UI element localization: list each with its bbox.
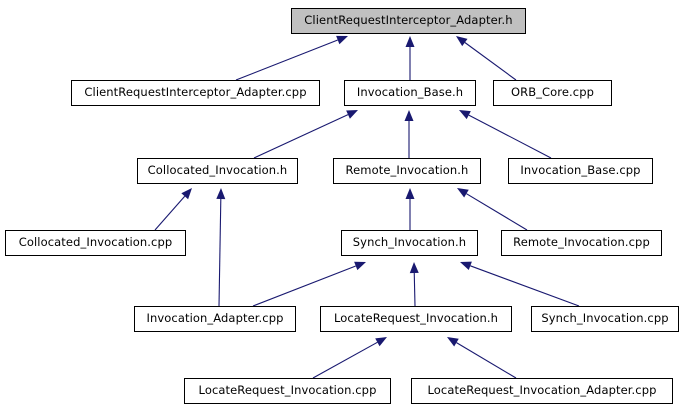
edge-arrowhead: [460, 261, 472, 271]
graph-node-invocation-base-h[interactable]: Invocation_Base.h: [344, 80, 476, 106]
edge-line: [468, 114, 552, 159]
edge-arrowhead: [405, 188, 415, 199]
edge-arrowhead: [181, 188, 192, 200]
edge-arrowhead: [456, 36, 468, 47]
edge-arrowhead: [447, 337, 459, 347]
graph-node-locaterequest-invocation-h[interactable]: LocateRequest_Invocation.h: [320, 306, 512, 332]
graph-node-label: ORB_Core.cpp: [510, 85, 595, 100]
edge-line: [470, 265, 580, 307]
edge-arrowhead: [375, 337, 387, 347]
graph-edge-n4-to-n2: [253, 110, 358, 159]
edge-arrowhead: [405, 36, 415, 47]
graph-edge-n14-to-n11: [447, 337, 517, 379]
graph-node-label: Remote_Invocation.h: [345, 163, 469, 178]
graph-edge-n11-to-n8: [409, 262, 419, 307]
graph-node-clientrequestinterceptor-adapter-h[interactable]: ClientRequestInterceptor_Adapter.h: [291, 8, 526, 34]
graph-node-synch-invocation-h[interactable]: Synch_Invocation.h: [341, 230, 478, 256]
edge-line: [312, 341, 378, 379]
edge-line: [413, 272, 416, 307]
graph-node-locaterequest-invocation-adapter-cpp[interactable]: LocateRequest_Invocation_Adapter.cpp: [411, 378, 673, 404]
edge-line: [252, 265, 356, 307]
graph-node-invocation-adapter-cpp[interactable]: Invocation_Adapter.cpp: [134, 306, 296, 332]
edge-line: [253, 114, 349, 159]
edge-line: [218, 198, 222, 307]
graph-node-label: Collocated_Invocation.cpp: [18, 235, 173, 250]
graph-node-collocated-invocation-h[interactable]: Collocated_Invocation.h: [137, 158, 298, 184]
graph-edge-n7-to-n4: [154, 188, 192, 231]
edge-arrowhead: [354, 261, 366, 271]
graph-node-label: Collocated_Invocation.h: [147, 163, 288, 178]
graph-node-locaterequest-invocation-cpp[interactable]: LocateRequest_Invocation.cpp: [184, 378, 391, 404]
graph-node-label: Synch_Invocation.cpp: [541, 311, 669, 326]
graph-node-clientrequestinterceptor-adapter-cpp[interactable]: ClientRequestInterceptor_Adapter.cpp: [71, 80, 320, 106]
edge-line: [464, 42, 517, 81]
graph-node-remote-invocation-h[interactable]: Remote_Invocation.h: [333, 158, 481, 184]
graph-node-label: LocateRequest_Invocation.h: [333, 311, 499, 326]
edge-arrowhead: [346, 110, 358, 119]
graph-node-label: ClientRequestInterceptor_Adapter.cpp: [84, 85, 307, 100]
graph-edge-n10-to-n8: [252, 261, 366, 307]
graph-node-label: LocateRequest_Invocation.cpp: [198, 383, 377, 398]
graph-node-synch-invocation-cpp[interactable]: Synch_Invocation.cpp: [531, 306, 679, 332]
graph-node-label: LocateRequest_Invocation_Adapter.cpp: [427, 383, 657, 398]
graph-node-orb-core-cpp[interactable]: ORB_Core.cpp: [493, 80, 612, 106]
graph-node-invocation-base-cpp[interactable]: Invocation_Base.cpp: [508, 158, 653, 184]
graph-edge-n8-to-n5: [405, 188, 415, 230]
edge-arrowhead: [457, 188, 469, 198]
graph-node-collocated-invocation-cpp[interactable]: Collocated_Invocation.cpp: [5, 230, 186, 256]
edge-line: [466, 193, 528, 231]
edge-arrowhead: [336, 35, 348, 45]
graph-edge-n12-to-n8: [460, 261, 580, 307]
graph-edge-n1-to-n0: [235, 35, 348, 81]
edge-arrowhead: [404, 110, 414, 121]
edge-arrowhead: [409, 262, 419, 274]
graph-edge-n5-to-n2: [404, 110, 414, 158]
graph-node-label: Remote_Invocation.cpp: [513, 235, 650, 250]
graph-edge-n6-to-n2: [459, 110, 552, 159]
graph-edge-n2-to-n0: [405, 36, 415, 80]
edge-line: [235, 39, 338, 81]
edge-line: [154, 195, 186, 231]
graph-node-label: ClientRequestInterceptor_Adapter.h: [304, 13, 513, 28]
graph-edge-n3-to-n0: [456, 36, 517, 81]
graph-edge-n13-to-n11: [312, 337, 387, 379]
graph-edge-n10-to-n4: [216, 188, 226, 307]
edge-arrowhead: [459, 110, 471, 120]
edge-arrowhead: [216, 188, 226, 200]
edge-line: [456, 342, 517, 379]
graph-node-label: Invocation_Adapter.cpp: [146, 311, 284, 326]
graph-node-remote-invocation-cpp[interactable]: Remote_Invocation.cpp: [501, 230, 662, 256]
graph-node-label: Synch_Invocation.h: [352, 235, 467, 250]
graph-node-label: Invocation_Base.cpp: [520, 163, 641, 178]
graph-edge-n9-to-n5: [457, 188, 528, 231]
graph-node-label: Invocation_Base.h: [356, 85, 464, 100]
